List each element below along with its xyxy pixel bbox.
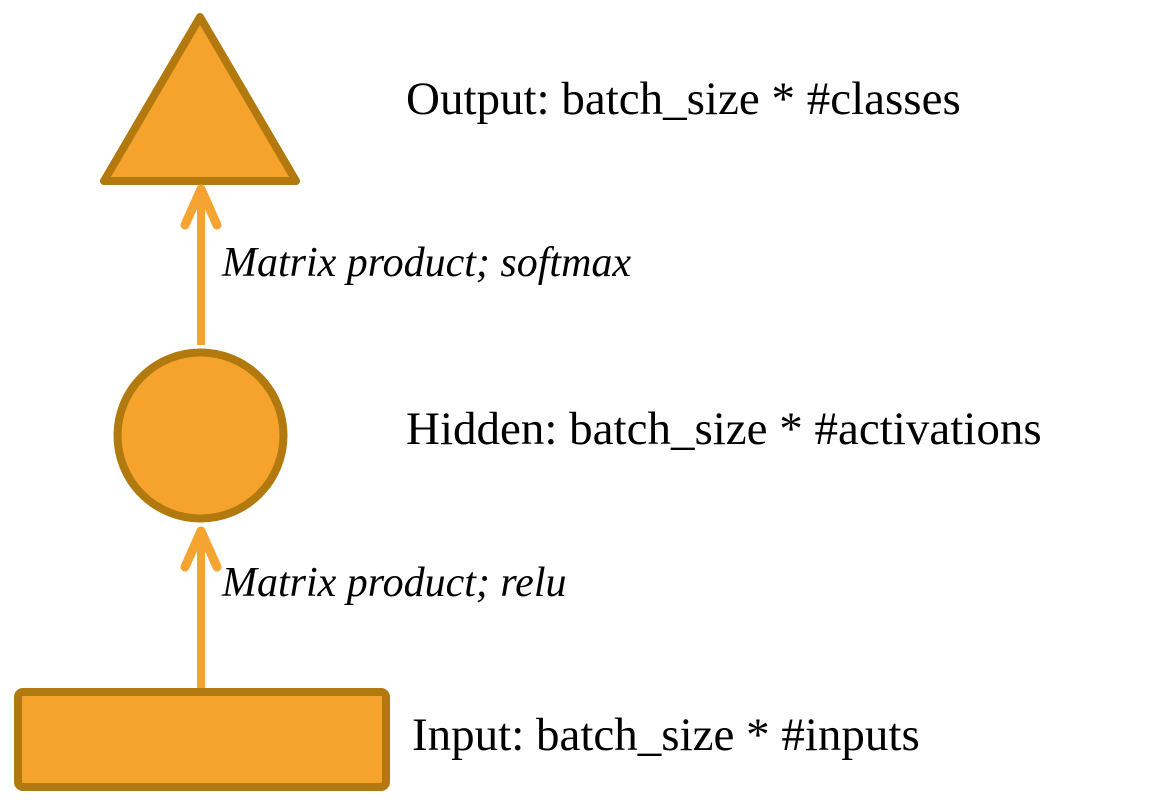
hidden-node-label: Hidden: batch_size * #activations [406,403,1042,455]
output-triangle-shape [100,13,300,185]
softmax-edge-label: Matrix product; softmax [222,240,632,286]
hidden-circle-shape [113,348,288,523]
input-rectangle-shape [14,688,390,791]
input-node-label: Input: batch_size * #inputs [412,709,920,761]
relu-edge-label: Matrix product; relu [222,560,567,606]
relu-arrow [180,526,222,688]
output-node-label: Output: batch_size * #classes [406,73,961,125]
softmax-arrow [180,184,222,345]
